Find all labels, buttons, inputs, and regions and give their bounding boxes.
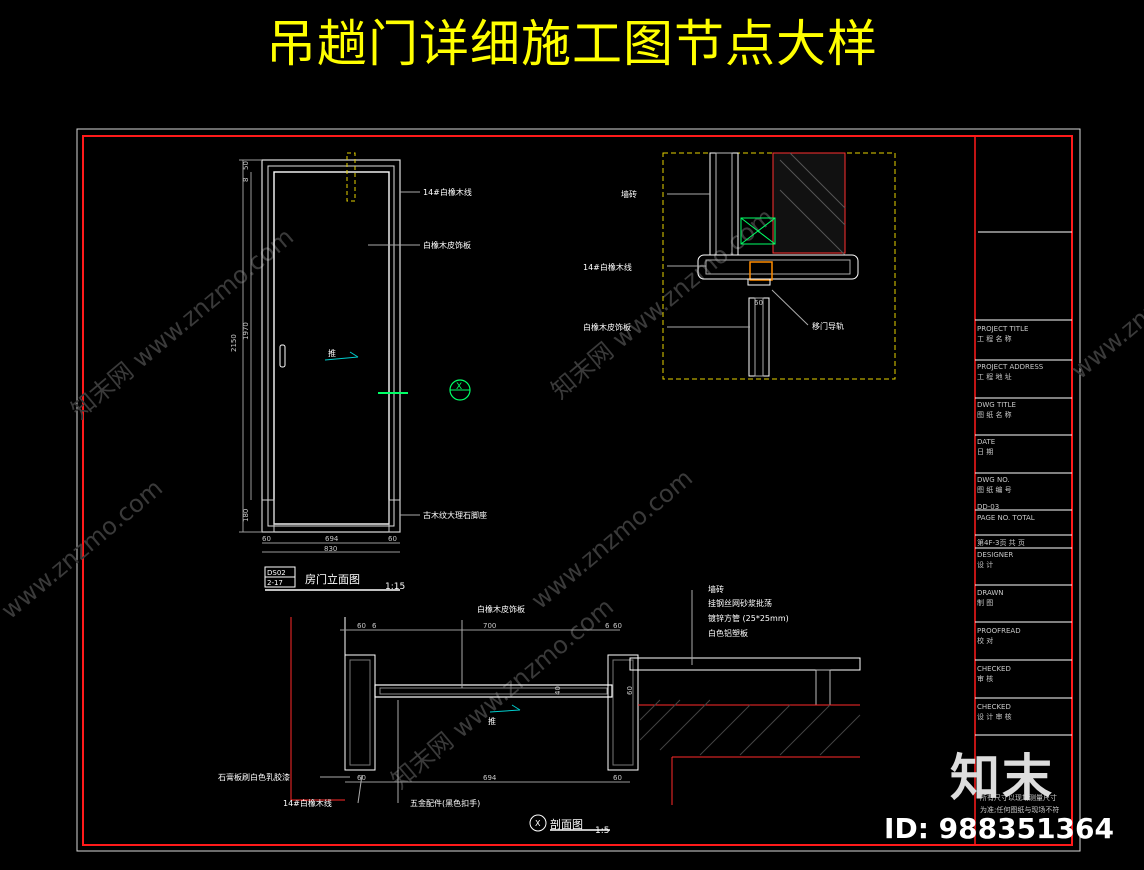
- tb-page-value: 第4F-3页 共 页: [977, 538, 1025, 547]
- sec-label-board: 白色铝塑板: [708, 628, 748, 638]
- section-view: [290, 590, 861, 832]
- tb-project-address: PROJECT ADDRESS: [977, 363, 1044, 371]
- elev-label-base: 古木纹大理石脚座: [423, 510, 487, 520]
- sec-dim-top-mid: 700: [483, 622, 496, 630]
- resource-id: ID: 988351364: [884, 812, 1114, 845]
- rail-label-line: 14#白橡木线: [583, 262, 632, 272]
- rail-label-panel: 白橡木皮饰板: [583, 322, 631, 332]
- tb-date-cn: 日 期: [977, 448, 993, 456]
- elev-dim-door-height: 1970: [242, 322, 250, 340]
- elev-dim-w-left: 60: [262, 535, 271, 543]
- tb-project-title: PROJECT TITLE: [977, 325, 1028, 333]
- sec-dim-bottom-b: 60: [613, 774, 622, 782]
- rail-label-rail: 移门导轨: [812, 321, 844, 331]
- tb-checked-1-cn: 审 核: [977, 674, 993, 683]
- sec-push-label: 推: [488, 716, 496, 726]
- elev-dim-total-height: 2150: [230, 334, 238, 352]
- tb-proofread: PROOFREAD: [977, 627, 1021, 635]
- sec-label-line: 14#白橡木线: [283, 798, 332, 808]
- sec-dim-top-a: 60: [357, 622, 366, 630]
- tb-drawn-cn: 制 图: [977, 598, 993, 607]
- elev-dim-w-total: 830: [324, 545, 337, 553]
- tb-designer-cn: 设 计: [977, 560, 993, 569]
- sec-scale: 1:5: [595, 826, 609, 836]
- elev-caption-code-top: DS02: [267, 569, 286, 577]
- red-frame: [82, 135, 1073, 846]
- tb-page-no: PAGE NO. TOTAL: [977, 514, 1035, 522]
- watermark-3: www.znzmo.com: [0, 474, 168, 625]
- tb-project-address-cn: 工 程 地 址: [977, 372, 1012, 381]
- tb-checked-1: CHECKED: [977, 665, 1011, 673]
- watermark-6: www.znzmo.com: [1066, 234, 1144, 385]
- elev-dim-bottom: 180: [242, 509, 250, 522]
- tb-designer: DESIGNER: [977, 551, 1013, 559]
- elev-dim-top-a: 8: [242, 178, 250, 182]
- door-elevation: [239, 152, 471, 591]
- tb-checked-2: CHECKED: [977, 703, 1011, 711]
- sec-dim-top-c: 6: [605, 622, 610, 630]
- elev-dim-w-mid: 694: [325, 535, 339, 543]
- sec-label-gypsum: 石膏板刷白色乳胶漆: [218, 772, 290, 782]
- rail-dim: 60: [754, 299, 763, 307]
- sec-callout: X: [535, 819, 541, 828]
- tb-date: DATE: [977, 438, 995, 446]
- elev-label-panel: 白橡木皮饰板: [423, 240, 471, 250]
- sec-dim-thk: 40: [554, 686, 562, 695]
- tb-dwg-title-cn: 图 纸 名 称: [977, 410, 1012, 419]
- sec-dim-side: 60: [626, 686, 634, 695]
- sec-label-hw: 五金配件(黑色扣手): [410, 798, 480, 808]
- sec-caption: 剖面图: [550, 817, 583, 831]
- title-block: [975, 231, 1072, 736]
- sec-dim-bottom-a: 60: [357, 774, 366, 782]
- tb-dwg-title: DWG TITLE: [977, 401, 1016, 409]
- sec-label-tube: 镀锌方管 (25*25mm): [708, 613, 789, 623]
- tb-dwg-no-value: DD-03: [977, 503, 999, 511]
- tb-note-1: 所有尺寸以现场测量尺寸: [980, 793, 1057, 802]
- sec-dim-bottom-mid: 694: [483, 774, 497, 782]
- outer-frame: [76, 128, 1081, 852]
- rail-label-wall: 墙砖: [621, 189, 637, 199]
- elev-dim-top-b: 50: [242, 161, 250, 170]
- elev-label-line: 14#白橡木线: [423, 187, 472, 197]
- sec-label-wall: 墙砖: [708, 584, 724, 594]
- watermark-1: 知末网 www.znzmo.com: [66, 223, 299, 425]
- elev-dim-w-right: 60: [388, 535, 397, 543]
- rail-detail: [662, 152, 896, 380]
- elev-caption-code-bottom: 2-17: [267, 579, 283, 587]
- sec-dim-top-b: 6: [372, 622, 377, 630]
- elev-push-label: 推: [328, 348, 336, 358]
- tb-project-title-cn: 工 程 名 称: [977, 334, 1012, 343]
- tb-checked-2-cn: 设 计 审 核: [977, 712, 1012, 721]
- sec-label-panel: 白橡木皮饰板: [477, 604, 525, 614]
- tb-proofread-cn: 校 对: [977, 636, 993, 645]
- tb-dwg-no: DWG NO.: [977, 476, 1010, 484]
- elev-scale: 1:15: [385, 582, 405, 592]
- sec-dim-top-d: 60: [613, 622, 622, 630]
- watermark-2: 知末网 www.znzmo.com: [546, 203, 779, 405]
- brand-logo: 知末: [950, 749, 1054, 807]
- tb-dwg-no-cn: 图 纸 编 号: [977, 485, 1012, 494]
- elev-caption: 房门立面图: [305, 572, 360, 586]
- tb-drawn: DRAWN: [977, 589, 1004, 597]
- watermark-4: www.znzmo.com: [526, 464, 698, 615]
- drawing-title: 吊趟门详细施工图节点大样: [266, 15, 878, 73]
- tb-note-2: 为准;任何图纸与现场不符: [980, 805, 1059, 814]
- sec-label-mesh: 挂钢丝网砂浆批荡: [708, 598, 772, 608]
- elev-callout: X: [456, 382, 462, 392]
